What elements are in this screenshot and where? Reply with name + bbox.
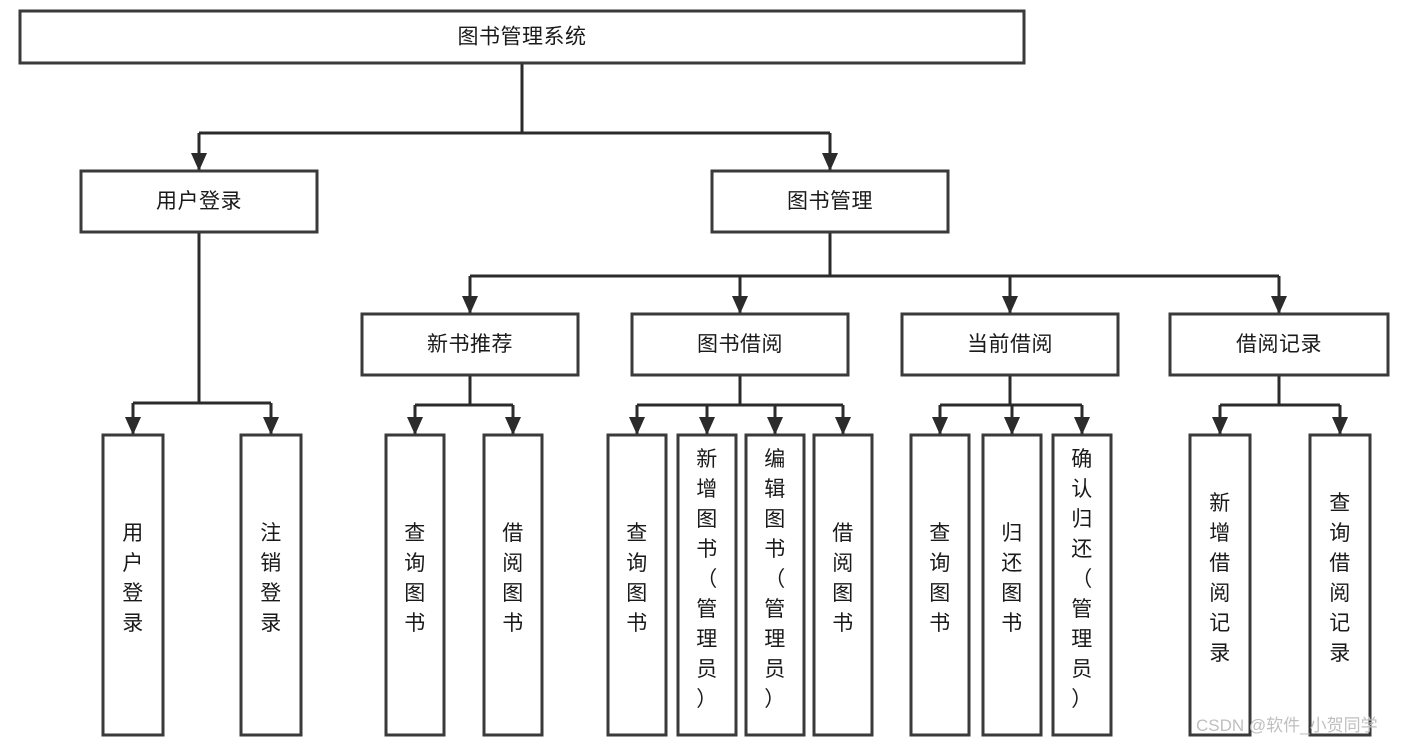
node-leaf-query-book-current[interactable]: 查询图书 xyxy=(909,433,971,737)
connector-layer xyxy=(125,63,1348,435)
node-label-book-management: 图书管理 xyxy=(787,190,873,213)
node-box-leaf-query-book-recommend[interactable] xyxy=(384,433,446,737)
node-label-leaf-add-book-admin: 新增图书（管理员） xyxy=(696,448,718,711)
node-root[interactable]: 图书管理系统 xyxy=(18,9,1026,65)
node-label-leaf-query-borrow-record: 查询借阅记录 xyxy=(1329,492,1351,665)
connector-level2-book-management xyxy=(462,232,1287,314)
node-label-leaf-query-book-current: 查询图书 xyxy=(929,522,951,635)
node-leaf-borrow-book[interactable]: 借阅图书 xyxy=(812,433,874,737)
node-box-leaf-borrow-book[interactable] xyxy=(812,433,874,737)
node-borrow-record[interactable]: 借阅记录 xyxy=(1168,312,1390,377)
node-box-leaf-user-login[interactable] xyxy=(101,433,165,737)
arrow-head-icon xyxy=(732,296,748,314)
arrow-head-icon xyxy=(1271,296,1287,314)
node-box-leaf-edit-book-admin[interactable] xyxy=(744,433,806,737)
node-leaf-edit-book-admin[interactable]: 编辑图书（管理员） xyxy=(744,433,806,737)
node-box-book-borrow[interactable] xyxy=(630,312,850,377)
node-box-leaf-return-book[interactable] xyxy=(981,433,1043,737)
node-current-borrow[interactable]: 当前借阅 xyxy=(900,312,1120,377)
node-label-leaf-borrow-book-recommend: 借阅图书 xyxy=(502,522,524,635)
node-leaf-return-book[interactable]: 归还图书 xyxy=(981,433,1043,737)
node-leaf-confirm-return-admin[interactable]: 确认归还（管理员） xyxy=(1051,433,1113,737)
arrow-head-icon xyxy=(191,153,207,171)
node-user-login[interactable]: 用户登录 xyxy=(79,169,319,234)
connector-level3-new-book-recommend xyxy=(407,375,521,435)
node-layer: 图书管理系统用户登录图书管理新书推荐图书借阅当前借阅借阅记录用户登录注销登录查询… xyxy=(18,9,1390,737)
node-box-leaf-query-book-current[interactable] xyxy=(909,433,971,737)
arrow-head-icon xyxy=(629,417,645,435)
watermark: CSDN @软件_小贺同学 xyxy=(1196,716,1378,735)
node-label-leaf-user-login: 用户登录 xyxy=(122,522,144,635)
arrow-head-icon xyxy=(822,153,838,171)
arrow-head-icon xyxy=(699,417,715,435)
arrow-head-icon xyxy=(407,417,423,435)
node-leaf-query-book-recommend[interactable]: 查询图书 xyxy=(384,433,446,737)
node-leaf-query-borrow-record[interactable]: 查询借阅记录 xyxy=(1308,433,1372,737)
node-box-leaf-logout-login[interactable] xyxy=(239,433,303,737)
node-box-borrow-record[interactable] xyxy=(1168,312,1390,377)
connector-level3-current-borrow xyxy=(932,375,1090,435)
node-label-leaf-query-book-borrow: 查询图书 xyxy=(626,522,648,635)
node-new-book-recommend[interactable]: 新书推荐 xyxy=(360,312,580,377)
arrow-head-icon xyxy=(1002,296,1018,314)
arrow-head-icon xyxy=(932,417,948,435)
node-label-current-borrow: 当前借阅 xyxy=(967,333,1053,356)
node-leaf-add-book-admin[interactable]: 新增图书（管理员） xyxy=(676,433,738,737)
node-label-book-borrow: 图书借阅 xyxy=(697,333,783,356)
node-label-leaf-return-book: 归还图书 xyxy=(1001,522,1023,635)
connector-level3-borrow-record xyxy=(1212,375,1348,435)
node-label-leaf-edit-book-admin: 编辑图书（管理员） xyxy=(764,448,786,711)
node-label-leaf-confirm-return-admin: 确认归还（管理员） xyxy=(1071,448,1093,711)
node-label-root: 图书管理系统 xyxy=(458,26,587,49)
arrow-head-icon xyxy=(505,417,521,435)
node-box-leaf-query-book-borrow[interactable] xyxy=(606,433,668,737)
node-leaf-user-login[interactable]: 用户登录 xyxy=(101,433,165,737)
node-leaf-logout-login[interactable]: 注销登录 xyxy=(239,433,303,737)
node-box-root[interactable] xyxy=(18,9,1026,65)
node-box-book-management[interactable] xyxy=(710,169,950,234)
arrow-head-icon xyxy=(125,417,141,435)
arrow-head-icon xyxy=(1004,417,1020,435)
node-label-leaf-logout-login: 注销登录 xyxy=(260,522,282,635)
arrow-head-icon xyxy=(263,417,279,435)
node-box-user-login[interactable] xyxy=(79,169,319,234)
node-leaf-borrow-book-recommend[interactable]: 借阅图书 xyxy=(482,433,544,737)
arrow-head-icon xyxy=(1332,417,1348,435)
connector-root-to-level2 xyxy=(191,63,838,171)
node-box-leaf-borrow-book-recommend[interactable] xyxy=(482,433,544,737)
node-label-leaf-borrow-book: 借阅图书 xyxy=(832,522,854,635)
node-label-leaf-query-book-recommend: 查询图书 xyxy=(404,522,426,635)
node-leaf-add-borrow-record[interactable]: 新增借阅记录 xyxy=(1188,433,1252,737)
arrow-head-icon xyxy=(1212,417,1228,435)
node-leaf-query-book-borrow[interactable]: 查询图书 xyxy=(606,433,668,737)
node-box-leaf-query-borrow-record[interactable] xyxy=(1308,433,1372,737)
node-box-leaf-confirm-return-admin[interactable] xyxy=(1051,433,1113,737)
arrow-head-icon xyxy=(835,417,851,435)
node-label-leaf-add-borrow-record: 新增借阅记录 xyxy=(1209,492,1231,665)
node-book-management[interactable]: 图书管理 xyxy=(710,169,950,234)
node-box-current-borrow[interactable] xyxy=(900,312,1120,377)
arrow-head-icon xyxy=(462,296,478,314)
node-box-new-book-recommend[interactable] xyxy=(360,312,580,377)
node-label-new-book-recommend: 新书推荐 xyxy=(427,333,513,356)
node-label-user-login: 用户登录 xyxy=(156,190,242,213)
arrow-head-icon xyxy=(767,417,783,435)
node-box-leaf-add-book-admin[interactable] xyxy=(676,433,738,737)
node-box-leaf-add-borrow-record[interactable] xyxy=(1188,433,1252,737)
node-book-borrow[interactable]: 图书借阅 xyxy=(630,312,850,377)
arrow-head-icon xyxy=(1074,417,1090,435)
node-label-borrow-record: 借阅记录 xyxy=(1236,333,1322,356)
connector-level2-user-login xyxy=(125,232,279,435)
connector-level3-book-borrow xyxy=(629,375,851,435)
